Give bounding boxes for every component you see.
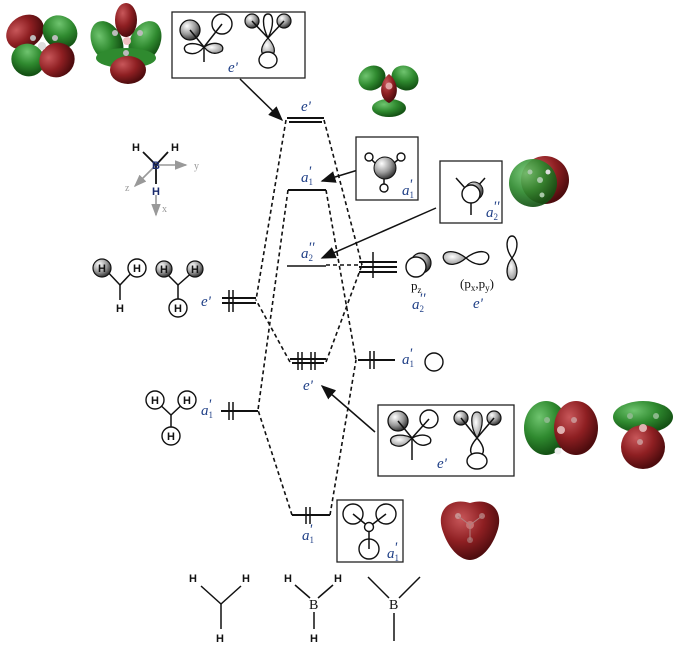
bottom-h3-fragment: H H H <box>189 573 250 645</box>
svg-text:H: H <box>132 142 140 154</box>
pz-orbital: pz a2'' <box>405 252 432 314</box>
a1-prime-antibonding-render <box>358 65 419 117</box>
svg-text:H: H <box>242 573 250 585</box>
svg-text:a2'': a2'' <box>486 199 500 222</box>
h3-a1-prime-sketch: H H H <box>145 390 197 446</box>
e-prime-antibonding-box: e' <box>171 11 306 79</box>
mo-level-e-prime-bonding: e' <box>290 352 326 394</box>
a1-prime-bonding-render <box>440 501 500 560</box>
bottom-b-fragment: B <box>367 576 421 641</box>
svg-text:H: H <box>98 263 106 275</box>
mo-level-e-prime-antibonding: e' <box>287 99 324 123</box>
axis-z-label: z <box>125 183 130 194</box>
svg-text:H: H <box>171 142 179 154</box>
arrow-a2-double-prime <box>320 207 437 259</box>
symmetry-label: e' <box>228 60 239 76</box>
svg-text:B: B <box>152 160 160 172</box>
mo-level-a1-prime-bonding: a1' <box>292 507 330 545</box>
svg-text:e': e' <box>437 456 448 472</box>
correlation-lines <box>255 119 363 516</box>
svg-text:a2'': a2'' <box>412 291 426 314</box>
svg-text:H: H <box>183 395 191 407</box>
s-orbital-icon <box>424 352 444 372</box>
e-prime-bonding-render-1 <box>524 401 598 455</box>
axis-x-label: x <box>162 204 167 215</box>
svg-text:H: H <box>152 186 160 198</box>
svg-text:e': e' <box>301 99 312 115</box>
e-prime-bonding-box: e' <box>377 404 515 477</box>
left-level-e-prime: e' <box>201 290 256 312</box>
a2-double-prime-render <box>509 156 569 207</box>
e-prime-antibonding-render-2 <box>90 3 162 84</box>
a1-prime-antibonding-box: a1' <box>355 136 419 201</box>
svg-text:a2'': a2'' <box>301 240 315 263</box>
svg-text:H: H <box>160 264 168 276</box>
h3-e-prime-sketch-1: H H H <box>92 258 147 315</box>
px-py-orbitals: (px,py) e' <box>442 235 518 312</box>
a2-double-prime-box: a2'' <box>439 160 503 224</box>
axis-y-label: y <box>194 161 199 172</box>
svg-text:H: H <box>191 264 199 276</box>
svg-text:(px,py): (px,py) <box>460 276 494 293</box>
right-level-a1-prime: a1' <box>358 346 444 372</box>
coordinate-axes: H H B H y z x <box>125 142 199 217</box>
svg-text:H: H <box>167 431 175 443</box>
svg-text:H: H <box>334 573 342 585</box>
left-level-a1-prime: a1' <box>201 397 258 420</box>
svg-text:H: H <box>133 263 141 275</box>
arrow-e-prime-bonding <box>320 385 376 433</box>
svg-text:a1': a1' <box>387 540 399 563</box>
svg-text:B: B <box>309 598 318 613</box>
mo-level-a2-double-prime: a2'' <box>287 240 326 267</box>
svg-text:e': e' <box>201 294 212 310</box>
svg-text:e': e' <box>473 296 484 312</box>
svg-text:a1': a1' <box>402 177 414 200</box>
a1-prime-bonding-box: a1' <box>336 499 404 563</box>
svg-text:H: H <box>189 573 197 585</box>
right-level-2p <box>359 252 397 278</box>
svg-text:H: H <box>216 633 224 645</box>
e-prime-bonding-render-2 <box>613 401 673 469</box>
svg-text:H: H <box>116 303 124 315</box>
svg-text:B: B <box>389 598 398 613</box>
svg-text:pz: pz <box>411 278 422 295</box>
arrow-e-prime-antibonding <box>239 78 284 122</box>
svg-text:H: H <box>284 573 292 585</box>
mo-level-a1-prime-antibonding: a1' <box>288 164 326 191</box>
svg-text:e': e' <box>303 378 314 394</box>
svg-text:H: H <box>151 395 159 407</box>
svg-text:a1': a1' <box>402 346 414 369</box>
e-prime-antibonding-render-1 <box>6 14 78 78</box>
svg-text:H: H <box>310 633 318 645</box>
svg-text:a1': a1' <box>201 397 213 420</box>
bottom-bh3-molecule: H H B H <box>284 573 342 645</box>
arrow-a1-prime-antibonding <box>320 169 359 183</box>
h3-e-prime-sketch-2: H H H <box>155 260 204 318</box>
svg-text:a1': a1' <box>302 522 314 545</box>
svg-text:H: H <box>174 303 182 315</box>
svg-text:a1': a1' <box>301 164 313 187</box>
